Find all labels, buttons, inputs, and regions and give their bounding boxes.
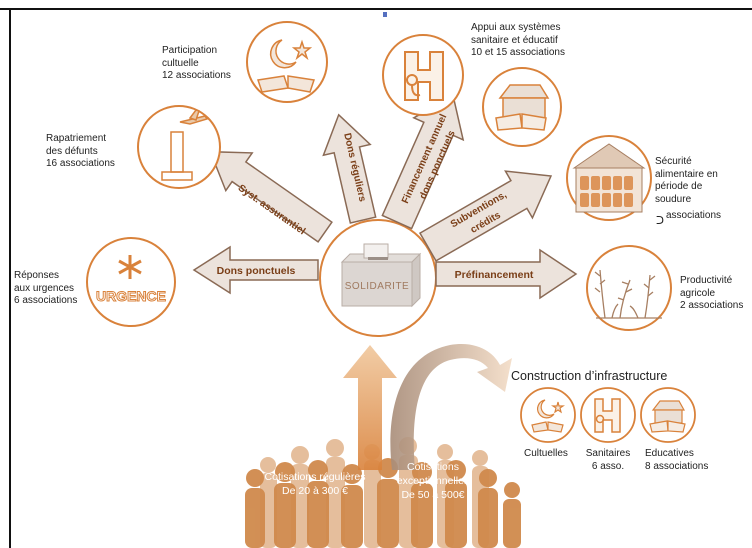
urgence-word: URGENCE — [96, 288, 166, 304]
node-productivite-circle — [586, 245, 672, 331]
arrow-dons-reguliers — [322, 113, 377, 224]
school-book-small-icon — [649, 400, 686, 433]
node-participation-circle — [246, 21, 328, 103]
label-appui: Appui aux systèmes sanitaire et éducatif… — [471, 22, 565, 58]
hospital-h-icon — [404, 51, 444, 101]
center-label-solidarite: SOLIDARITE — [345, 281, 409, 292]
curved-arrow-infrastructure — [390, 344, 512, 470]
label-infra-educatives: Educatives 8 associations — [645, 448, 709, 472]
food-storage-icon — [572, 143, 646, 213]
securite-mark: ᑐ — [656, 215, 665, 227]
arrow-label-dons-ponctuels: Dons ponctuels — [217, 265, 296, 277]
arrow-financement — [381, 94, 465, 230]
label-infra-cultuelles: Cultuelles — [524, 448, 568, 459]
asterisk-icon — [118, 255, 142, 279]
node-urgences-circle — [86, 237, 176, 327]
frame-top-border — [0, 8, 752, 10]
ballot-box-icon — [340, 243, 422, 308]
crescent-star-book-icon — [257, 39, 315, 93]
label-cotisations-regulieres: Cotisations régulières De 20 à 300 € — [264, 471, 366, 497]
up-arrow-cotisations — [343, 345, 397, 470]
arrow-prefinancement — [435, 248, 578, 300]
school-book-icon — [495, 84, 550, 131]
arrow-dons-ponctuels — [192, 245, 319, 295]
label-urgences: Réponses aux urgences 6 associations — [14, 270, 78, 306]
top-marker — [383, 12, 387, 17]
label-securite-count: associations — [666, 210, 722, 221]
node-rapatriement-circle — [137, 105, 221, 189]
label-productivite: Productivité agricole 2 associations — [680, 275, 744, 311]
hospital-h-small-icon — [594, 398, 621, 433]
label-securite: Sécurité alimentaire en période de soudu… — [655, 156, 718, 205]
monument-airplane-icon — [161, 109, 209, 181]
crops-icon — [594, 269, 662, 319]
label-cotisations-exceptionnelles: Cotisations exceptionnelles De 50 à 500€ — [396, 461, 470, 501]
frame-left-border — [9, 8, 11, 548]
crescent-star-book-small-icon — [531, 399, 565, 433]
arrow-subventions — [418, 170, 553, 262]
arrow-label-prefinancement: Préfinancement — [455, 269, 534, 281]
label-infra-sanitaires: Sanitaires 6 asso. — [585, 448, 631, 472]
infrastructure-title: Construction d’infrastructure — [511, 369, 668, 383]
label-participation: Participation cultuelle 12 associations — [162, 45, 231, 81]
label-rapatriement: Rapatriement des défunts 16 associations — [46, 133, 115, 169]
arrow-syst-assurantiel — [209, 150, 333, 243]
